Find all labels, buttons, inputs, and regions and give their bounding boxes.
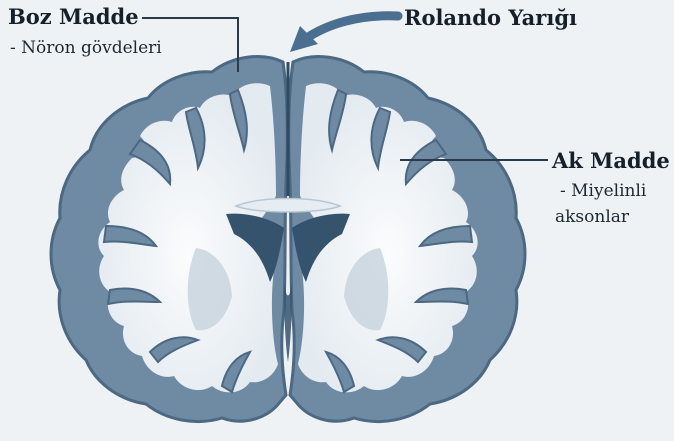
white-matter-subtitle-line1: - Miyelinli: [560, 180, 646, 202]
gray-matter-subtitle: - Nöron gövdeleri: [10, 37, 162, 59]
central-sulcus-title: Rolando Yarığı: [404, 5, 577, 30]
central-sulcus-arrow: [304, 16, 398, 40]
white-matter-subtitle-line2: aksonlar: [555, 206, 629, 228]
gray-matter-title: Boz Madde: [8, 4, 139, 29]
white-matter-title: Ak Madde: [552, 148, 670, 173]
third-ventricle: [284, 282, 292, 362]
